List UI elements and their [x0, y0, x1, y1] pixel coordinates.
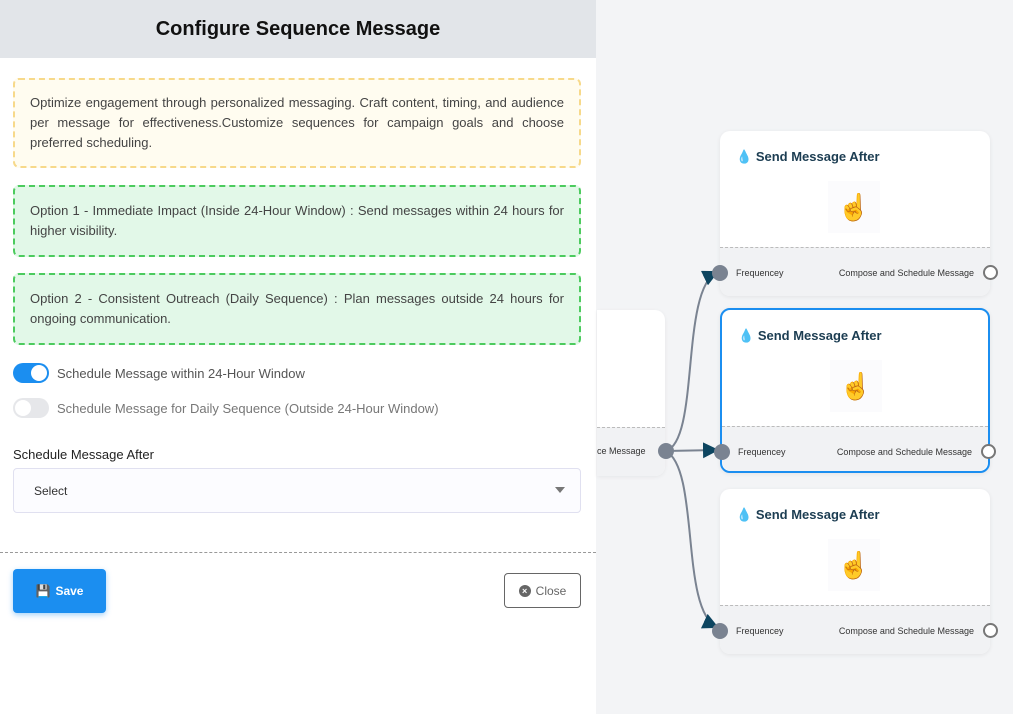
output-handle[interactable]: [981, 444, 996, 459]
select-value: Select: [34, 483, 68, 498]
input-label: Frequencey: [736, 626, 784, 636]
chevron-down-icon: [555, 487, 565, 498]
input-handle[interactable]: [712, 265, 728, 281]
edge: [665, 270, 719, 452]
input-label: Frequencey: [738, 447, 786, 457]
panel-title: Configure Sequence Message: [0, 0, 596, 58]
edge: [665, 450, 719, 629]
toggle-label: Schedule Message for Daily Sequence (Out…: [57, 400, 439, 416]
node-output-label: ce Message: [597, 446, 646, 456]
configure-panel: Configure Sequence Message Optimize enga…: [0, 0, 596, 714]
output-handle[interactable]: [983, 623, 998, 638]
card-title: Send Message After: [757, 328, 882, 343]
select-label: Schedule Message After: [13, 447, 154, 462]
input-handle[interactable]: [714, 444, 730, 460]
toggle-24h[interactable]: Schedule Message within 24-Hour Window: [13, 363, 305, 383]
info-text: Optimize engagement through personalized…: [30, 95, 564, 150]
send-message-card[interactable]: 💧 Send Message After ☝ Frequencey Compose…: [712, 489, 998, 654]
water-drop-icon: 💧: [736, 149, 753, 164]
schedule-after-select[interactable]: Select: [13, 468, 581, 513]
divider: [0, 552, 596, 553]
output-label: Compose and Schedule Message: [836, 447, 972, 457]
option2-box: Option 2 - Consistent Outreach (Daily Se…: [13, 273, 581, 345]
close-circle-icon: ×: [518, 584, 531, 597]
water-drop-icon: 💧: [736, 507, 753, 522]
output-label: Compose and Schedule Message: [838, 626, 974, 636]
option1-text: Option 1 - Immediate Impact (Inside 24-H…: [30, 203, 564, 238]
info-box: Optimize engagement through personalized…: [13, 78, 581, 168]
save-label: Save: [55, 584, 84, 598]
floppy-disk-icon: 💾: [35, 584, 51, 598]
pointer-hand-icon: ☝: [830, 360, 882, 412]
edge: [665, 442, 719, 459]
option2-text: Option 2 - Consistent Outreach (Daily Se…: [30, 291, 564, 326]
input-label: Frequencey: [736, 268, 784, 278]
toggle-switch-on[interactable]: [13, 363, 49, 383]
toggle-switch-off[interactable]: [13, 398, 49, 418]
output-label: Compose and Schedule Message: [838, 268, 974, 278]
close-button[interactable]: × Close: [504, 573, 581, 608]
parent-node[interactable]: ce Message: [597, 310, 665, 476]
option1-box: Option 1 - Immediate Impact (Inside 24-H…: [13, 185, 581, 257]
send-message-card[interactable]: 💧 Send Message After ☝ Frequencey Compose…: [712, 131, 998, 296]
card-title: Send Message After: [755, 507, 880, 522]
pointer-hand-icon: ☝: [828, 539, 880, 591]
input-handle[interactable]: [712, 623, 728, 639]
save-button[interactable]: 💾 Save: [13, 569, 106, 613]
close-label: Close: [535, 583, 567, 598]
water-drop-icon: 💧: [738, 328, 755, 343]
pointer-hand-icon: ☝: [828, 181, 880, 233]
output-handle: [658, 443, 674, 459]
toggle-daily[interactable]: Schedule Message for Daily Sequence (Out…: [13, 398, 439, 418]
send-message-card-selected[interactable]: 💧 Send Message After ☝ Frequencey Compose…: [714, 308, 996, 473]
toggle-label: Schedule Message within 24-Hour Window: [57, 365, 305, 381]
output-handle[interactable]: [983, 265, 998, 280]
card-title: Send Message After: [755, 149, 880, 164]
